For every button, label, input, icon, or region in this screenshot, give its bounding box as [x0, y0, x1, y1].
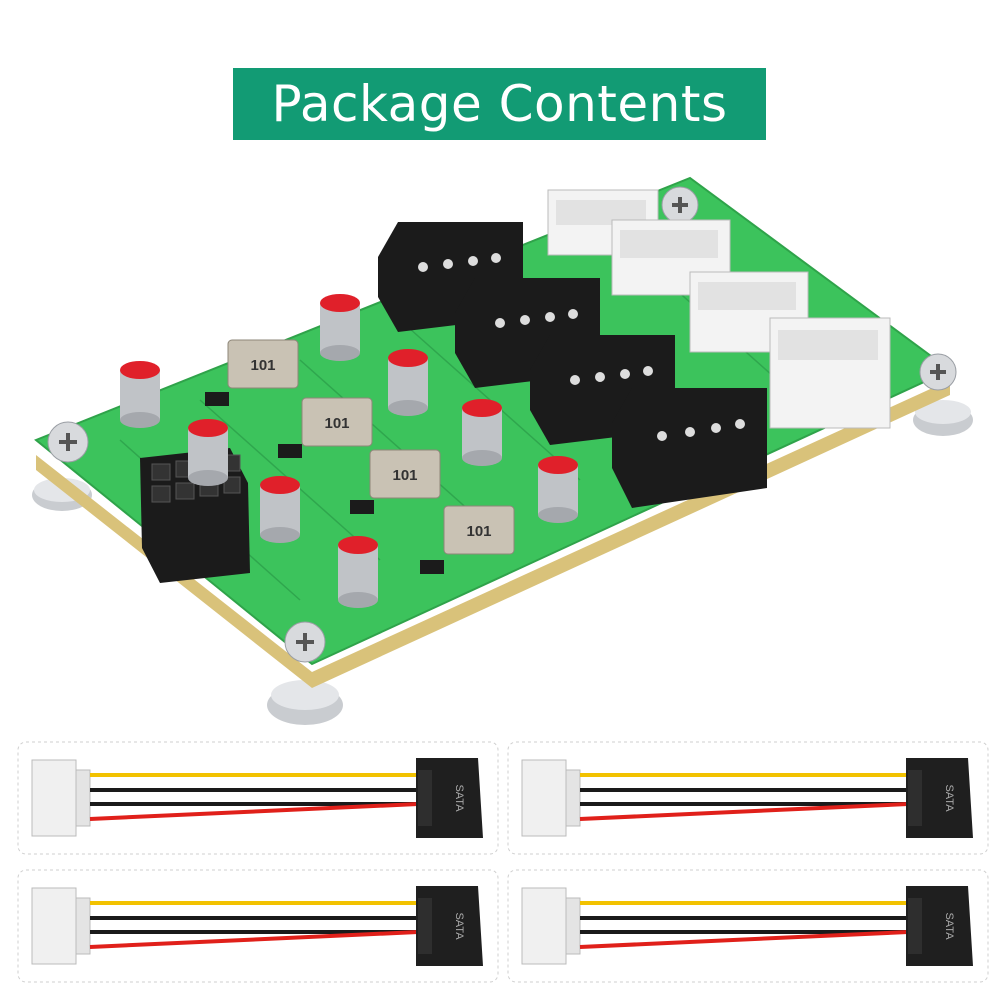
sata-label: SATA [943, 784, 955, 812]
sata-label: SATA [453, 912, 465, 940]
svg-text:101: 101 [466, 523, 491, 540]
screw-icons [47, 186, 957, 663]
sata-label: SATA [453, 784, 465, 812]
svg-text:101: 101 [392, 467, 417, 484]
molex-connectors [378, 222, 767, 508]
ic-chips [205, 392, 444, 574]
inductors: 101 101 101 101 [227, 339, 515, 555]
cable-molex-to-sata: SATA [16, 868, 500, 984]
capacitors [120, 294, 578, 608]
sata-label: SATA [943, 912, 955, 940]
title-banner: Package Contents [233, 68, 766, 140]
white-connectors [547, 189, 891, 429]
cable-molex-to-sata: SATA [506, 740, 990, 856]
cables-area: SATA SATA SATA SATA [16, 740, 990, 984]
standoff-feet [32, 400, 973, 725]
cable-molex-to-sata: SATA [16, 740, 500, 856]
power-distribution-board: 101 101 101 101 [32, 176, 973, 725]
page-title: Package Contents [271, 75, 728, 133]
svg-text:101: 101 [250, 357, 275, 374]
cable-molex-to-sata: SATA [506, 868, 990, 984]
svg-text:101: 101 [324, 415, 349, 432]
